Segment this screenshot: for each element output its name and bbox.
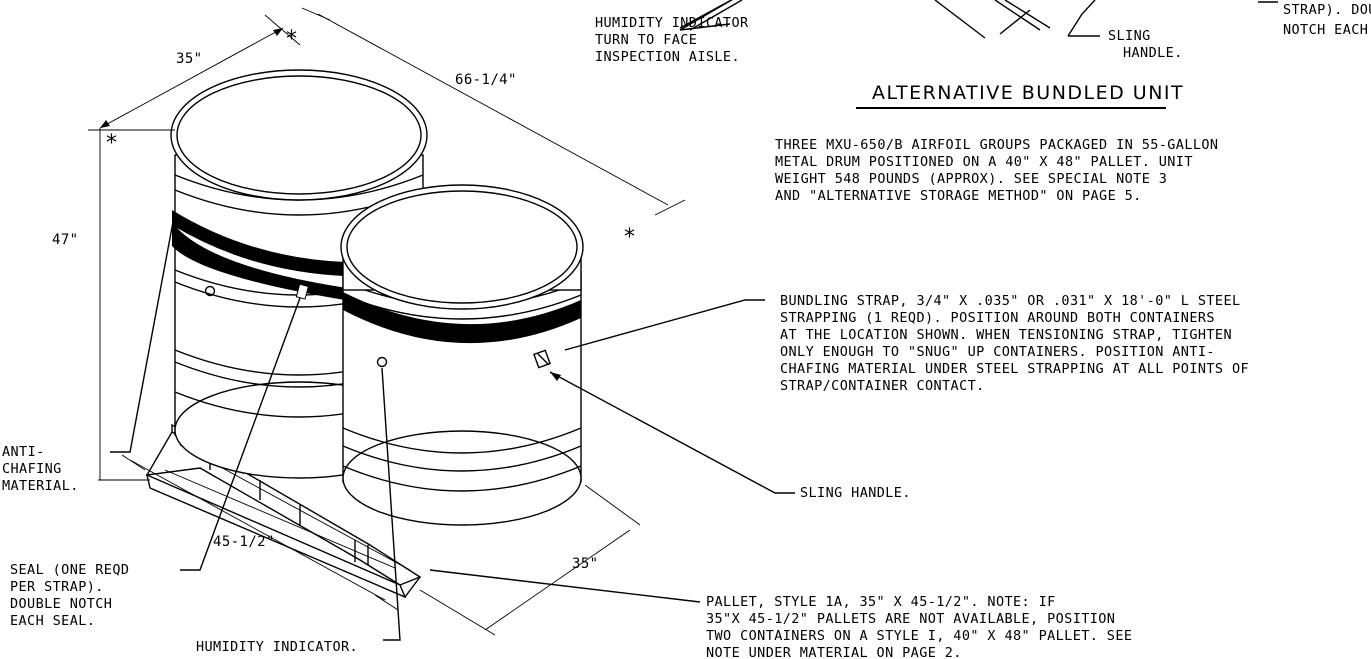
humidity-top-line-2: TURN TO FACE (595, 32, 697, 48)
dimension-lines (88, 7, 686, 636)
bundling-strap-line-4: ONLY ENOUGH TO "SNUG" UP CONTAINERS. POS… (780, 344, 1215, 360)
pallet-line-2: 35"X 45-1/2" PALLETS ARE NOT AVAILABLE, … (706, 611, 1115, 627)
section-title: ALTERNATIVE BUNDLED UNIT (872, 82, 1184, 104)
anti-chafing-line-3: MATERIAL. (2, 478, 79, 494)
dim-pallet-length: 45-1/2" (213, 534, 275, 550)
dim-top-width: 35" (176, 51, 203, 67)
sling-top-line-1: SLING (1108, 28, 1151, 44)
pallet-line-4: NOTE UNDER MATERIAL ON PAGE 2. (706, 645, 962, 659)
strap-seal (295, 283, 309, 300)
strap-front (343, 292, 581, 344)
description-line-3: WEIGHT 548 POUNDS (APPROX). SEE SPECIAL … (775, 171, 1167, 187)
humidity-top-line-3: INSPECTION AISLE. (595, 49, 740, 65)
callout-leaders (110, 221, 795, 641)
asterisk-top: * (286, 27, 297, 52)
drum-front (340, 184, 584, 526)
dim-height: 47" (52, 232, 79, 248)
description-line-4: AND "ALTERNATIVE STORAGE METHOD" ON PAGE… (775, 188, 1142, 204)
humidity-indicator-label: HUMIDITY INDICATOR. (196, 639, 358, 655)
strap-back (172, 210, 347, 300)
bundling-strap-line-6: STRAP/CONTAINER CONTACT. (780, 378, 985, 394)
description-line-2: METAL DRUM POSITIONED ON A 40" X 48" PAL… (775, 154, 1193, 170)
pallet-line-3: TWO CONTAINERS ON A STYLE I, 40" X 48" P… (706, 628, 1132, 644)
description-line-1: THREE MXU-650/B AIRFOIL GROUPS PACKAGED … (775, 137, 1218, 153)
seal-line-1: SEAL (ONE REQD (10, 562, 129, 578)
asterisk-left: * (106, 131, 117, 156)
seal-line-4: EACH SEAL. (10, 613, 95, 629)
bundling-strap-line-5: CHAFING MATERIAL UNDER STEEL STRAPPING A… (780, 361, 1249, 377)
seal-top-line-2: NOTCH EACH SEAL. (1283, 22, 1371, 38)
sling-top-line-2: HANDLE. (1123, 45, 1183, 61)
anti-chafing-line-1: ANTI- (2, 444, 45, 460)
pallet (145, 423, 422, 599)
bundling-strap-line-2: STRAPPING (1 REQD). POSITION AROUND BOTH… (780, 310, 1215, 326)
bundling-strap-line-1: BUNDLING STRAP, 3/4" X .035" OR .031" X … (780, 293, 1241, 309)
anti-chafing-line-2: CHAFING (2, 461, 62, 477)
top-partial-detail (679, 0, 1278, 39)
sling-handle-label: SLING HANDLE. (800, 485, 911, 501)
dim-pallet-width: 35" (572, 556, 599, 572)
asterisk-right: * (624, 225, 635, 250)
seal-line-3: DOUBLE NOTCH (10, 596, 112, 612)
pallet-line-1: PALLET, STYLE 1A, 35" X 45-1/2". NOTE: I… (706, 594, 1056, 610)
humidity-top-leader (679, 0, 733, 31)
seal-line-2: PER STRAP). (10, 579, 104, 595)
dim-top-length: 66-1/4" (455, 72, 517, 88)
bundling-strap-line-3: AT THE LOCATION SHOWN. WHEN TENSIONING S… (780, 327, 1232, 343)
humidity-top-line-1: HUMIDITY INDICATOR (595, 15, 749, 31)
seal-top-line-1: STRAP). DOUBLE (1283, 2, 1371, 18)
